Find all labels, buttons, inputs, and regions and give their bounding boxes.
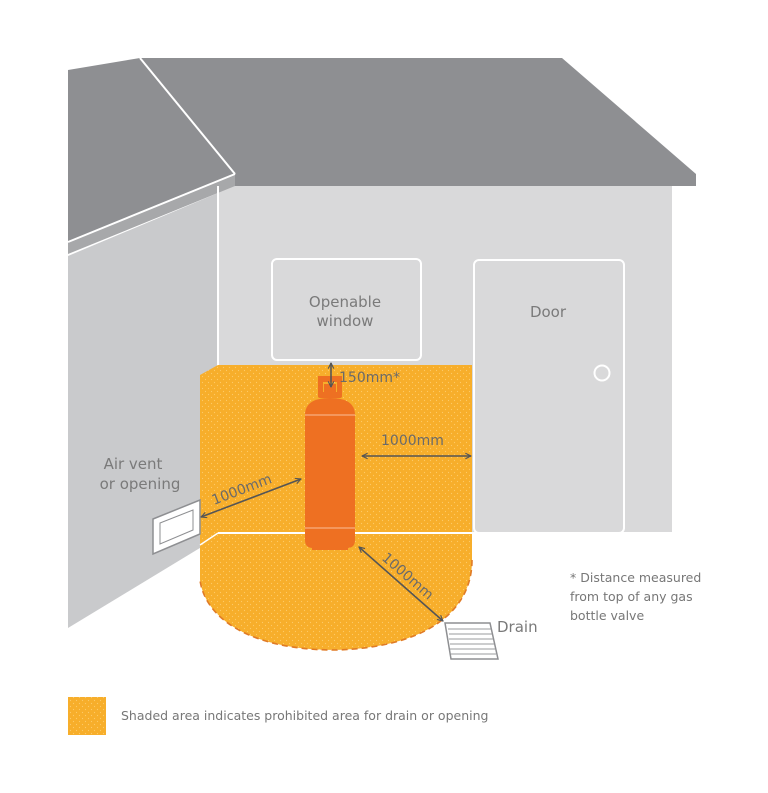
legend-text: Shaded area indicates prohibited area fo… [121, 708, 488, 723]
openable-window [271, 258, 422, 361]
air-vent-label-line2: or opening [100, 475, 181, 493]
door-clearance-label: 1000mm [381, 433, 444, 449]
roof-fascia-side [68, 174, 235, 254]
prohibited-zone-side-wall [200, 365, 218, 545]
drain-grate [448, 628, 496, 655]
side-wall-base-line [199, 532, 219, 546]
roof-front [140, 58, 696, 174]
roof-fascia [235, 174, 696, 186]
door-knob [593, 364, 611, 382]
window-label-line2: window [317, 312, 374, 330]
air-vent-label-line1: Air vent [104, 455, 163, 473]
air-vent [152, 498, 201, 556]
prohibited-zone-ground-edge [199, 559, 473, 651]
gas-bottle [305, 376, 355, 550]
drain-clearance-arrow [359, 547, 443, 621]
footnote-line2: from top of any gas [570, 589, 693, 604]
roof-hip-line [139, 57, 236, 175]
drain [444, 622, 499, 660]
door [473, 259, 625, 534]
legend-swatch [68, 697, 106, 735]
footnote-line1: * Distance measured [570, 570, 701, 585]
roof-edge-line [67, 173, 236, 243]
window-label-line1: Openable [309, 293, 381, 311]
air-vent-inner [159, 509, 194, 545]
window-clearance-label: 150mm* [339, 370, 400, 386]
air-vent-clearance-arrow [201, 479, 301, 517]
footnote-line3: bottle valve [570, 608, 644, 623]
drain-label: Drain [497, 618, 538, 636]
door-label: Door [530, 303, 567, 321]
roof-side [68, 58, 235, 242]
side-wall [68, 193, 218, 628]
